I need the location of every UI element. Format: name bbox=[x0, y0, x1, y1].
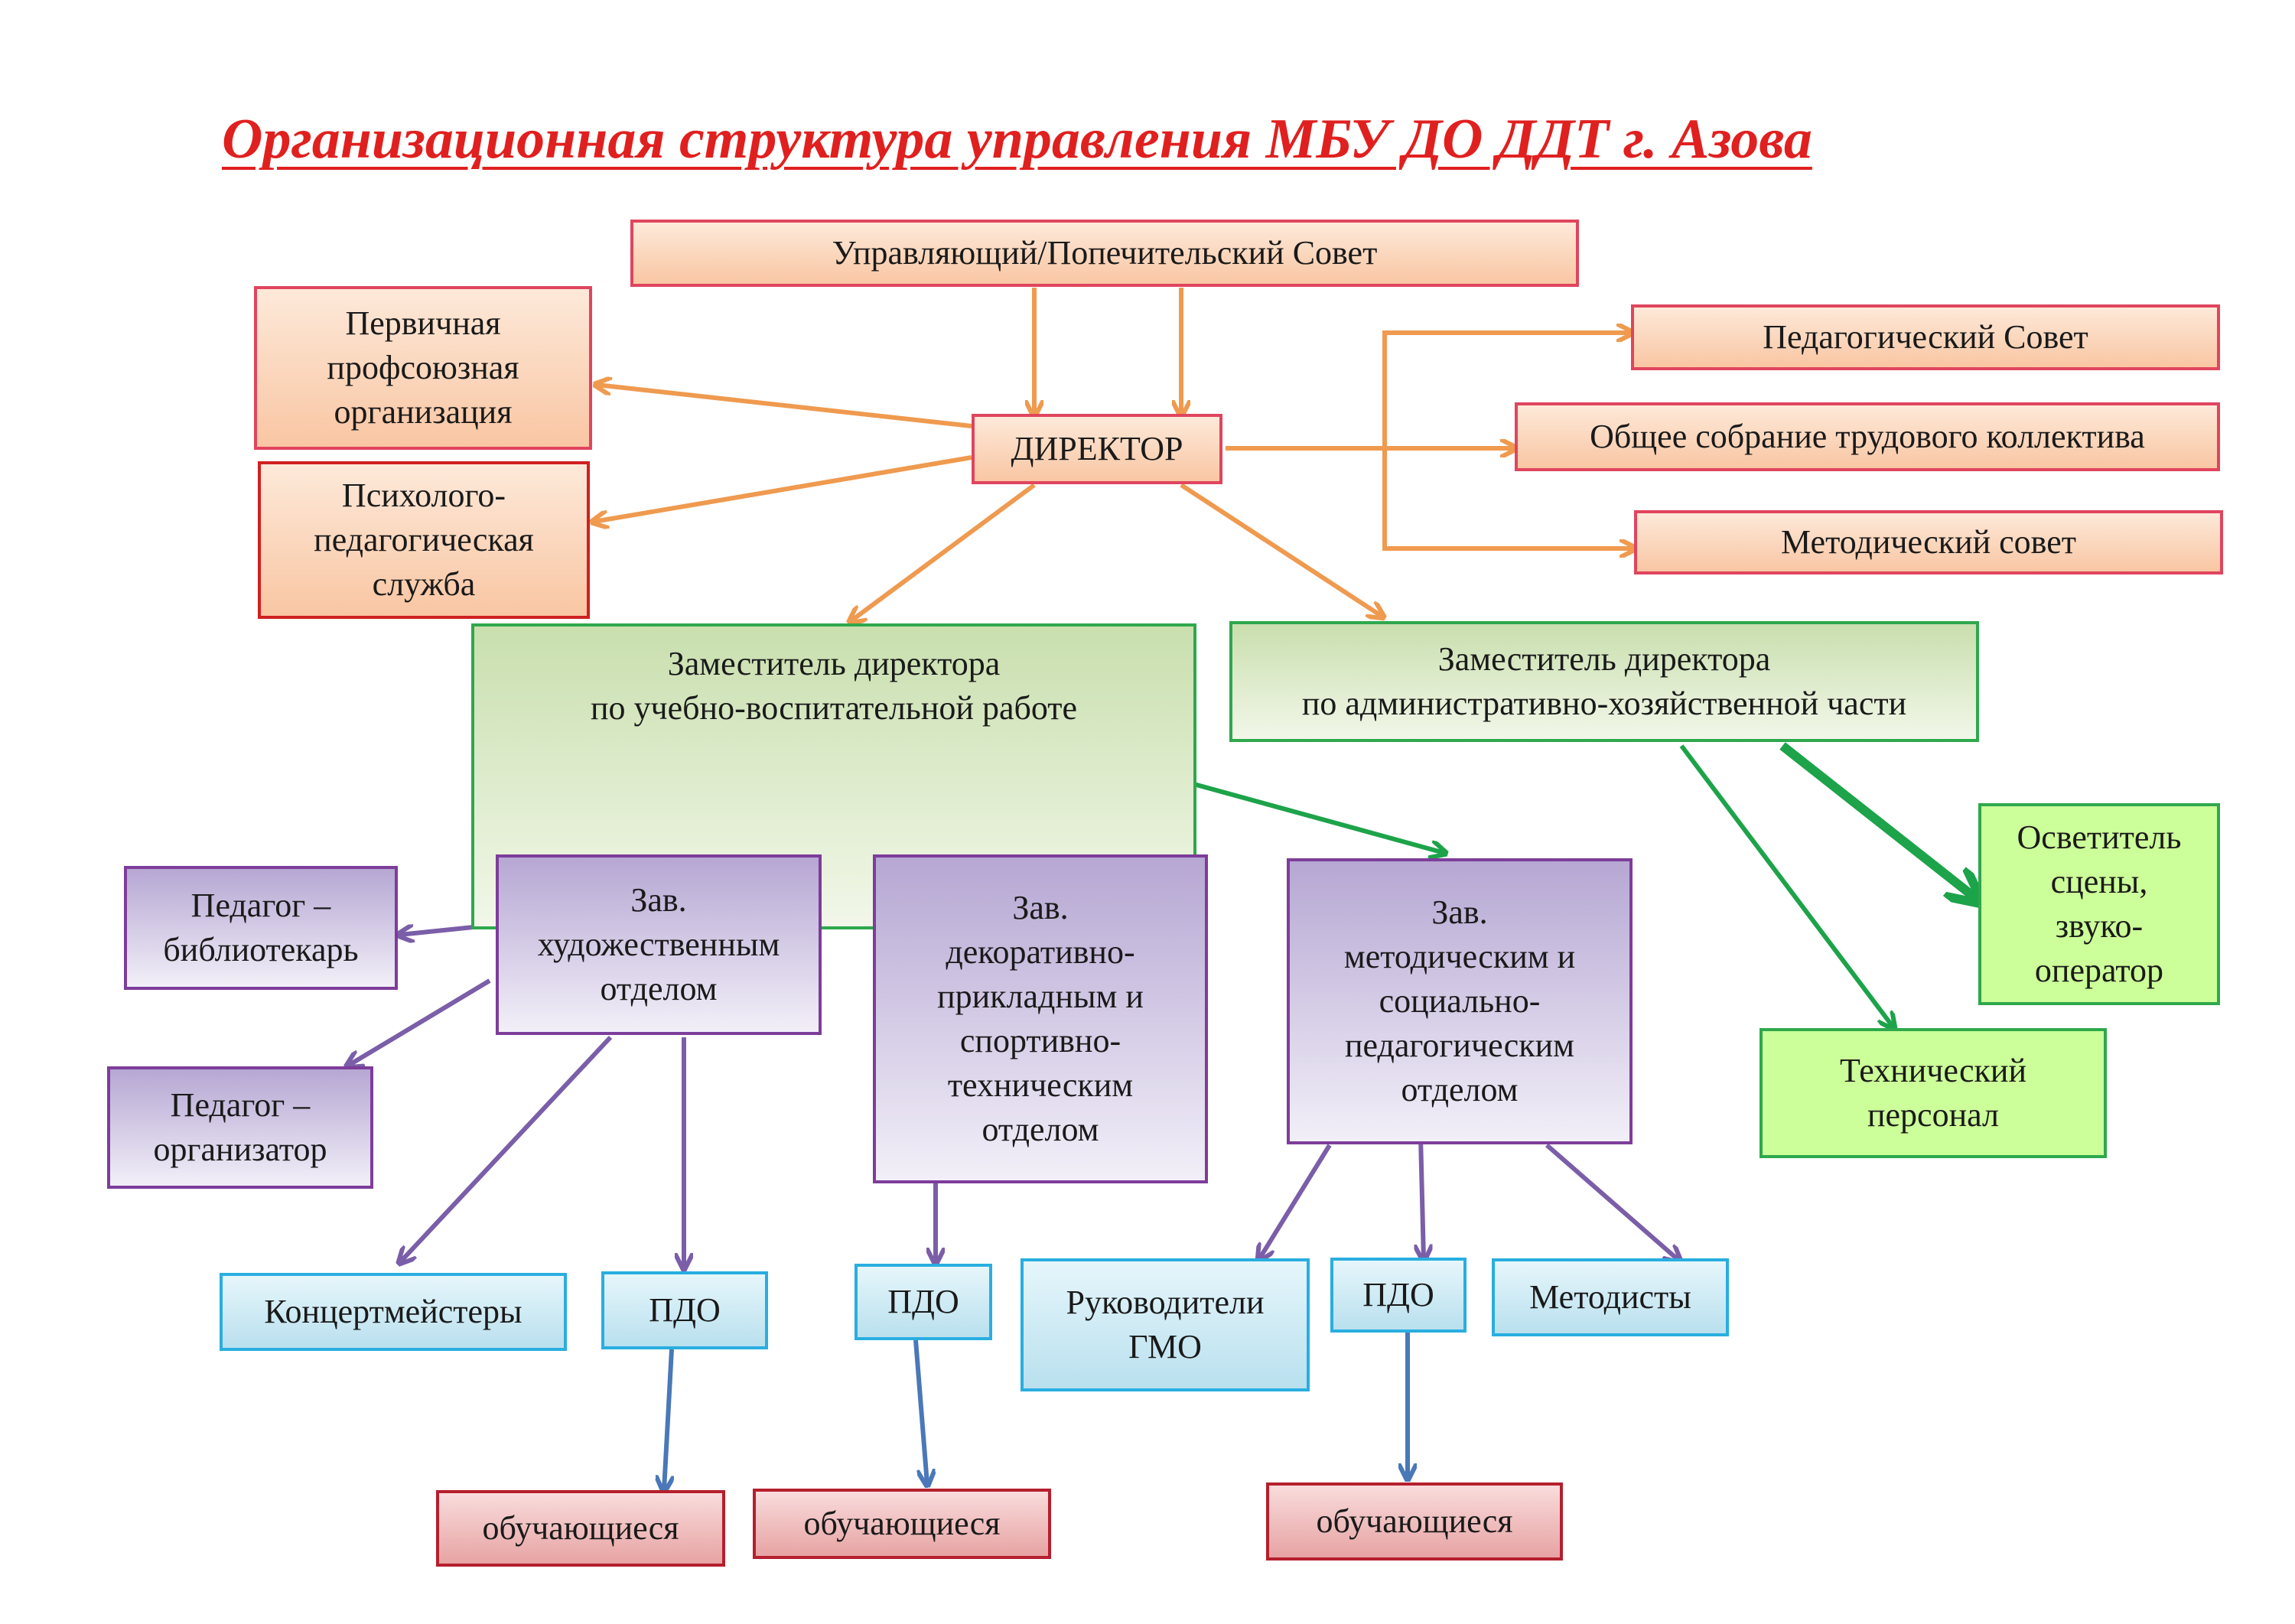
accompanists-box: Концертмейстеры bbox=[220, 1273, 567, 1351]
pdo-3-label: ПДО bbox=[1362, 1275, 1434, 1313]
arrow-art-organizer bbox=[348, 978, 491, 1066]
board-box: Управляющий/Попечительский Совет bbox=[630, 220, 1579, 287]
arrow-method-pdo3 bbox=[1421, 1136, 1424, 1259]
ped-council-box: Педагогический Совет bbox=[1631, 304, 2220, 370]
students-3-label: обучающиеся bbox=[1316, 1502, 1513, 1540]
arrow-director-deputy-admin bbox=[1180, 483, 1382, 617]
students-3-box: обучающиеся bbox=[1266, 1482, 1563, 1561]
head-decor-box: Зав. декоративно- прикладным и спортивно… bbox=[873, 854, 1208, 1183]
pdo-2-box: ПДО bbox=[855, 1264, 992, 1340]
arrow-admin-tech bbox=[1679, 744, 1893, 1027]
organizer-box: Педагог – организатор bbox=[107, 1066, 373, 1189]
head-art-box: Зав. художественным отделом bbox=[496, 854, 822, 1035]
lighting-label: Осветитель сцены, звуко- оператор bbox=[2017, 818, 2182, 990]
head-decor-label: Зав. декоративно- прикладным и спортивно… bbox=[937, 888, 1144, 1149]
lighting-box: Осветитель сцены, звуко- оператор bbox=[1978, 803, 2220, 1005]
pdo-1-label: ПДО bbox=[649, 1290, 721, 1329]
arrow-pdo1-students bbox=[664, 1349, 672, 1490]
head-method-box: Зав. методическим и социально- педагогич… bbox=[1287, 858, 1633, 1144]
method-council-box: Методический совет bbox=[1634, 510, 2223, 574]
librarian-label: Педагог – библиотекарь bbox=[163, 886, 359, 968]
methodists-label: Методисты bbox=[1529, 1277, 1691, 1316]
ped-council-label: Педагогический Совет bbox=[1763, 317, 2088, 356]
arrow-method-gmo bbox=[1259, 1144, 1332, 1259]
tech-staff-label: Технический персонал bbox=[1840, 1051, 2026, 1134]
arrow-admin-lighting bbox=[1779, 742, 1978, 900]
methodists-box: Методисты bbox=[1492, 1258, 1729, 1336]
arrow-director-psych bbox=[594, 455, 972, 522]
organizer-label: Педагог – организатор bbox=[153, 1085, 327, 1168]
pdo-2-label: ПДО bbox=[887, 1282, 959, 1320]
deputy-admin-box: Заместитель директора по административно… bbox=[1229, 621, 1979, 742]
pdo-1-box: ПДО bbox=[601, 1271, 768, 1349]
deputy-admin-label: Заместитель директора по административно… bbox=[1301, 640, 1907, 722]
students-2-box: обучающиеся bbox=[753, 1489, 1051, 1559]
tech-staff-box: Технический персонал bbox=[1760, 1028, 2107, 1158]
assembly-label: Общее собрание трудового коллектива bbox=[1590, 417, 2145, 455]
method-council-label: Методический совет bbox=[1781, 522, 2076, 561]
arrow-method-methodists bbox=[1545, 1143, 1679, 1261]
head-method-label: Зав. методическим и социально- педагогич… bbox=[1343, 893, 1576, 1109]
psych-label: Психолого- педагогическая служба bbox=[314, 476, 534, 604]
page-title: Организационная структура управления МБУ… bbox=[222, 108, 1812, 171]
arrow-art-accompanists bbox=[400, 1035, 613, 1262]
gmo-heads-box: Руководители ГМО bbox=[1021, 1258, 1310, 1391]
assembly-box: Общее собрание трудового коллектива bbox=[1515, 402, 2220, 471]
accompanists-label: Концертмейстеры bbox=[264, 1292, 522, 1330]
director-box: ДИРЕКТОР bbox=[972, 414, 1222, 484]
students-1-box: обучающиеся bbox=[436, 1490, 725, 1567]
arrow-director-method-council bbox=[1382, 448, 1634, 548]
deputy-edu-label: Заместитель директора по учебно-воспитат… bbox=[590, 645, 1078, 727]
librarian-box: Педагог – библиотекарь bbox=[124, 866, 398, 990]
psych-box: Психолого- педагогическая служба bbox=[258, 461, 590, 619]
gmo-heads-label: Руководители ГМО bbox=[1066, 1283, 1265, 1365]
board-label: Управляющий/Попечительский Совет bbox=[832, 233, 1378, 272]
arrow-director-union bbox=[597, 385, 972, 428]
union-box: Первичная профсоюзная организация bbox=[254, 286, 592, 450]
arrow-director-deputy-edu bbox=[851, 483, 1036, 621]
director-label: ДИРЕКТОР bbox=[1011, 429, 1183, 467]
union-label: Первичная профсоюзная организация bbox=[327, 304, 519, 431]
pdo-3-box: ПДО bbox=[1330, 1258, 1467, 1333]
students-2-label: обучающиеся bbox=[803, 1504, 1001, 1542]
head-art-label: Зав. художественным отделом bbox=[537, 880, 780, 1008]
students-1-label: обучающиеся bbox=[482, 1508, 679, 1547]
arrow-pdo2-students bbox=[913, 1339, 927, 1484]
arrow-director-ped-council bbox=[1382, 333, 1631, 448]
